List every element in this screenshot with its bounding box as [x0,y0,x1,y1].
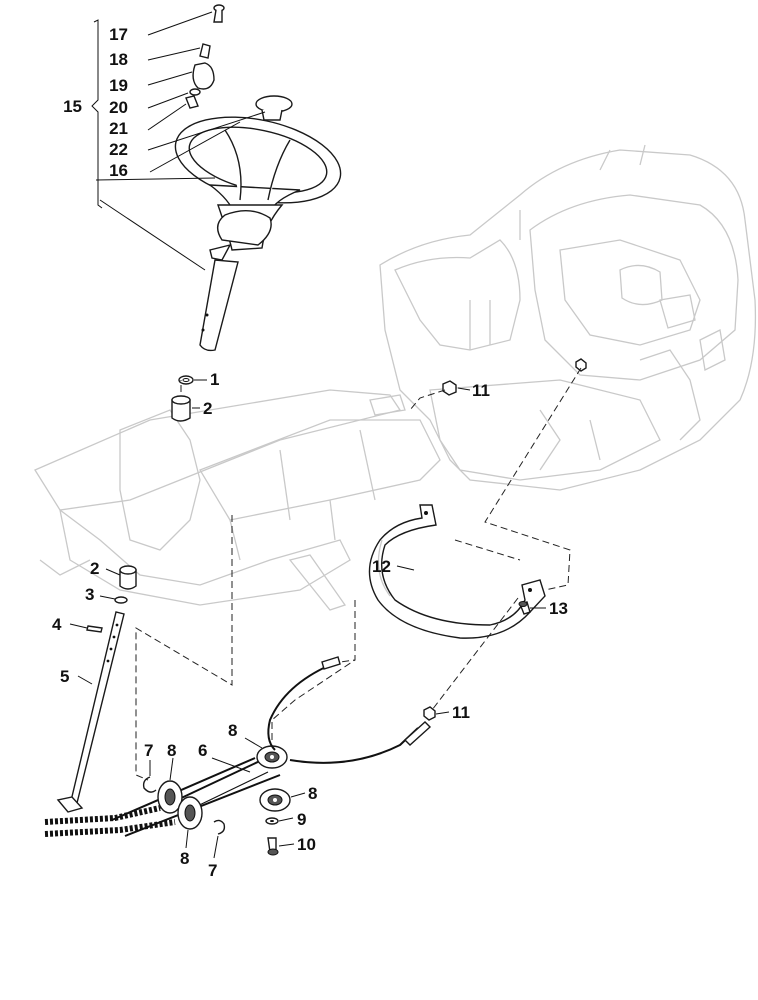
callout-8-right: 8 [308,784,317,803]
circlip [178,375,194,385]
callout-15: 15 [63,97,82,116]
nut-upper [442,380,457,396]
callout-4: 4 [52,615,62,634]
steering-column [199,210,272,352]
callout-1: 1 [210,370,219,389]
bracket-strap [368,504,546,639]
callout-12: 12 [372,557,391,576]
bolt [267,837,279,856]
callout-11-upper: 11 [472,381,490,400]
dashed-assembly-lines [135,367,582,781]
pulley-bottom [177,796,203,830]
callout-5: 5 [60,667,69,686]
callout-2-lower: 2 [90,559,99,578]
pulley-left [157,780,183,814]
callout-3: 3 [85,585,94,604]
screw [518,601,531,615]
knob [192,62,215,90]
nut-lower [423,706,436,721]
callout-16: 16 [109,161,128,180]
lower-bushing [119,565,137,590]
callout-8-left: 8 [167,741,176,760]
washer [265,817,279,825]
pulley-right [259,788,291,812]
circlip-lower [213,819,226,835]
bushing [171,395,191,422]
callout-13: 13 [549,599,568,618]
pulley-top [256,745,288,769]
clip [185,88,201,109]
callout-8-bottom: 8 [180,849,189,868]
callout-20: 20 [109,98,128,117]
callout-2-upper: 2 [203,399,212,418]
pin [199,43,211,59]
cable [267,656,432,764]
callout-19: 19 [109,76,128,95]
callout-17: 17 [109,25,128,44]
callout-18: 18 [109,50,128,69]
callout-labels: 17 18 19 20 21 22 16 15 1 2 2 3 4 5 6 7 … [52,25,568,880]
cap [213,4,225,23]
callout-21: 21 [109,119,128,138]
callout-10: 10 [297,835,316,854]
leader-lines [69,11,546,859]
callout-22: 22 [109,140,128,159]
nut-top-right [575,358,587,372]
callout-7-upper: 7 [144,741,153,760]
chassis-outline [379,144,757,491]
callout-6: 6 [198,741,207,760]
spring-pin [86,625,103,633]
callout-7-lower: 7 [208,861,217,880]
callout-11-lower: 11 [452,703,470,722]
callout-9: 9 [297,810,306,829]
circlip-upper [142,776,157,793]
callout-8-top: 8 [228,721,237,740]
lower-washer [114,596,128,604]
steering-shaft [56,611,125,813]
